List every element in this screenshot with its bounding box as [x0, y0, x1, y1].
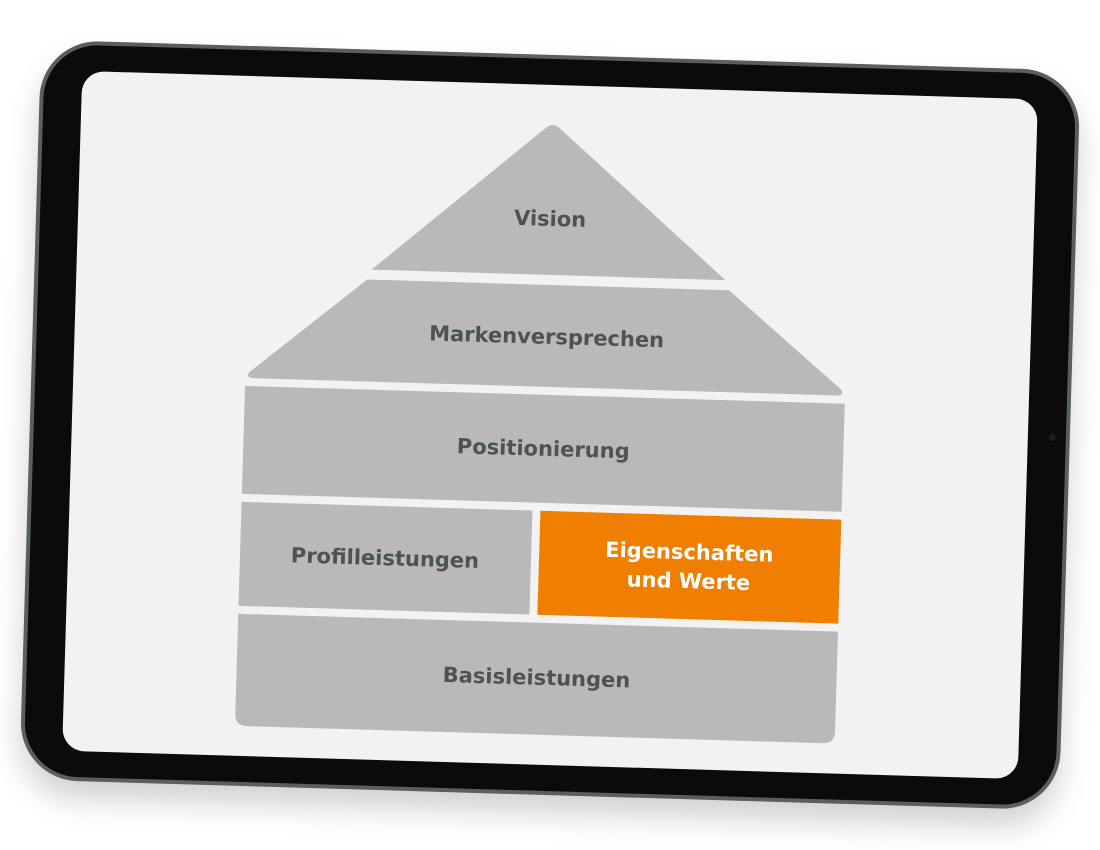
- vision-block: [371, 124, 726, 281]
- camera-dot: [1048, 433, 1056, 442]
- vision-label: Vision: [514, 206, 587, 232]
- profilleistungen-label: Profilleistungen: [291, 543, 480, 573]
- level-positionierung[interactable]: Positionierung: [241, 385, 845, 512]
- level-basisleistungen[interactable]: Basisleistungen: [235, 613, 838, 744]
- markenversprechen-block: [248, 279, 843, 396]
- level-vision[interactable]: Vision: [371, 120, 730, 281]
- positionierung-block: [241, 385, 845, 512]
- brand-house-diagram: Vision Markenversprechen Positionierung …: [235, 120, 845, 744]
- basisleistungen-block: [235, 613, 838, 744]
- level-markenversprechen[interactable]: Markenversprechen: [248, 276, 845, 396]
- tablet-screen: Vision Markenversprechen Positionierung …: [62, 70, 1038, 780]
- tablet-frame: Vision Markenversprechen Positionierung …: [19, 39, 1081, 811]
- level-eigenschaften-und-werte[interactable]: Eigenschaften und Werte: [537, 510, 842, 624]
- eigenschaften-label-line2: und Werte: [626, 567, 750, 595]
- eigenschaften-block: [537, 510, 842, 624]
- level-profilleistungen[interactable]: Profilleistungen: [238, 501, 533, 615]
- eigenschaften-label-line1: Eigenschaften: [605, 538, 774, 567]
- basisleistungen-label: Basisleistungen: [442, 663, 630, 693]
- profilleistungen-block: [238, 501, 533, 615]
- positionierung-label: Positionierung: [457, 434, 631, 463]
